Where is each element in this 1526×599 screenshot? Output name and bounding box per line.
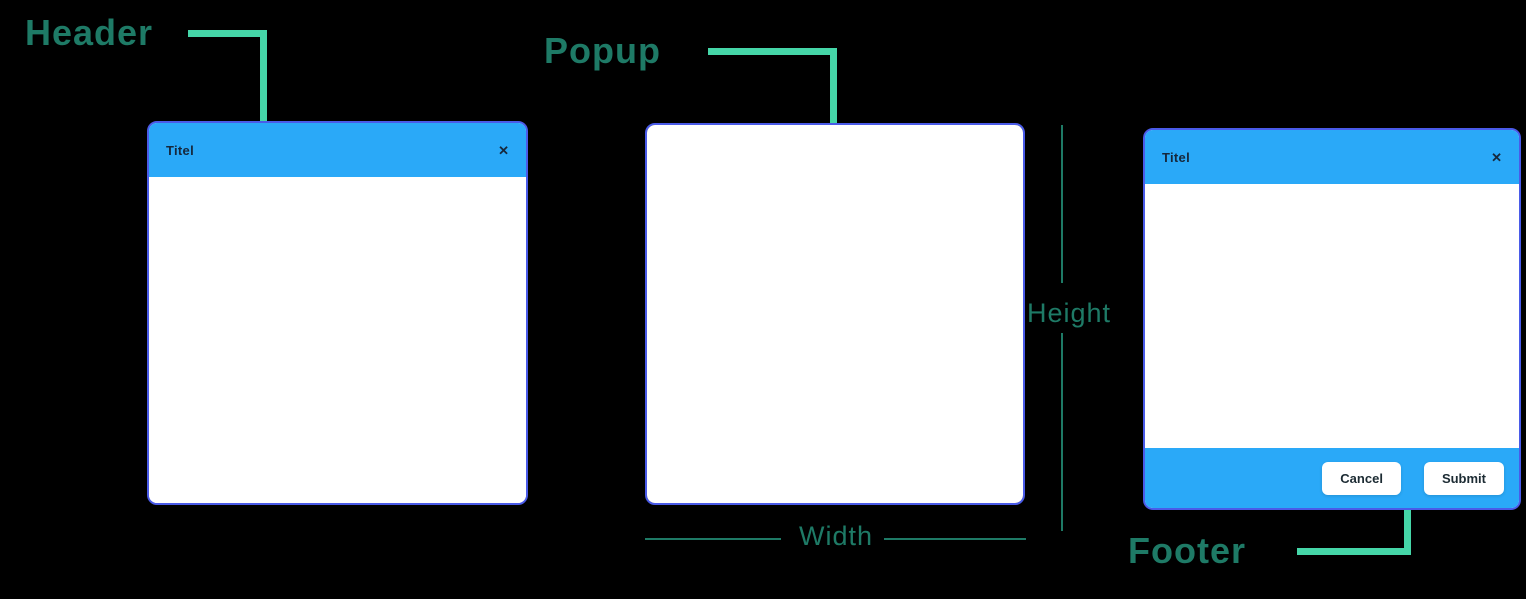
width-annotation-label: Width [799, 521, 874, 551]
popup-title: Titel [1162, 149, 1190, 165]
popup-titlebar: Titel ✕ [149, 123, 526, 177]
popup-body [647, 125, 1023, 503]
footer-connector-line-horizontal [1297, 548, 1411, 555]
height-measure-line-top [1061, 125, 1063, 283]
footer-connector-line-vertical [1404, 503, 1411, 555]
header-connector-line-vertical [260, 30, 267, 145]
popup-annotation-label: Popup [544, 30, 661, 71]
height-annotation-label: Height [1027, 298, 1112, 328]
header-connector-line-horizontal [188, 30, 267, 37]
popup-with-header: Titel ✕ [147, 121, 528, 505]
popup-plain [645, 123, 1025, 505]
popup-title: Titel [166, 142, 194, 158]
popup-with-footer: Titel ✕ Cancel Submit [1143, 128, 1521, 510]
popup-titlebar: Titel ✕ [1145, 130, 1519, 184]
popup-connector-line-horizontal [708, 48, 837, 55]
submit-button[interactable]: Submit [1423, 461, 1504, 495]
close-icon[interactable]: ✕ [1491, 149, 1502, 165]
popup-connector-line-vertical [830, 48, 837, 124]
width-measure-line-left [645, 538, 781, 540]
width-measure-line-right [884, 538, 1026, 540]
popup-body [1145, 184, 1519, 448]
popup-body [149, 177, 526, 503]
close-icon[interactable]: ✕ [498, 142, 509, 158]
footer-annotation-label: Footer [1128, 530, 1246, 571]
popup-footerbar: Cancel Submit [1145, 448, 1519, 508]
cancel-button[interactable]: Cancel [1322, 461, 1401, 495]
height-measure-line-bottom [1061, 333, 1063, 531]
header-annotation-label: Header [25, 12, 154, 53]
